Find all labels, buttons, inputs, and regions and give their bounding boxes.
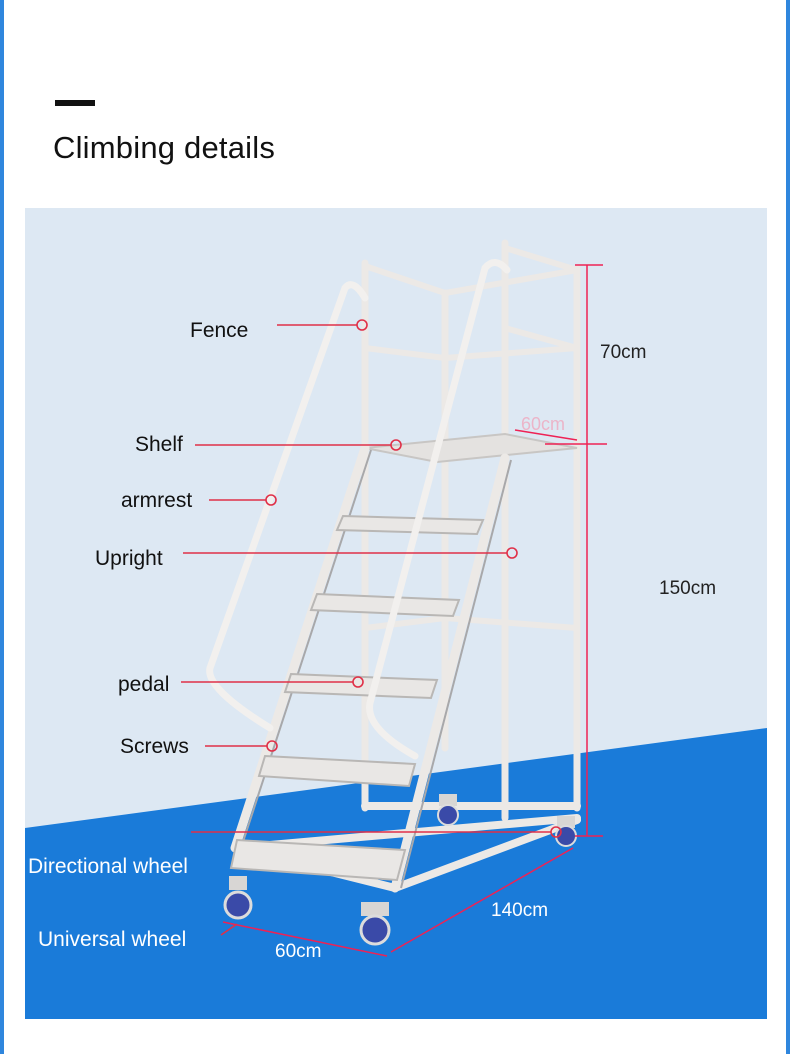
dimension-lines xyxy=(222,264,607,957)
height-total-dimension: 150cm xyxy=(659,578,717,599)
ladder-illustration xyxy=(25,208,767,1019)
wheels xyxy=(223,794,577,946)
stair-stringers xyxy=(230,443,510,893)
shelf-platform xyxy=(364,432,578,464)
shelf-marker xyxy=(390,439,402,451)
armrests xyxy=(206,259,511,760)
wheel-back-right xyxy=(555,816,577,847)
length-dimension: 140cm xyxy=(491,900,549,921)
armrest-marker xyxy=(265,494,277,506)
pedal-marker xyxy=(352,676,364,688)
shelf-depth-dimension: 60cm xyxy=(521,414,566,434)
stair-pedals xyxy=(229,514,485,882)
page-title: Climbing details xyxy=(53,130,276,165)
product-diagram-panel: Fence Shelf armrest Upright pedal Screws… xyxy=(25,208,767,1019)
callout-leaders xyxy=(181,319,562,936)
width-dimension: 60cm xyxy=(275,941,322,962)
right-edge-stripe xyxy=(786,0,790,1054)
pedal-label: pedal xyxy=(118,673,170,696)
width-dimension-line xyxy=(222,921,388,957)
universal-wheel-leader xyxy=(220,923,238,936)
fence-rails xyxy=(362,245,580,361)
left-edge-stripe xyxy=(0,0,4,1054)
screws-marker xyxy=(266,740,278,752)
fence-marker xyxy=(356,319,368,331)
upright-label: Upright xyxy=(95,547,163,570)
length-dimension-line xyxy=(390,847,574,953)
upright-marker xyxy=(506,547,518,559)
universal-wheel-label: Universal wheel xyxy=(38,928,187,951)
directional-wheel-front xyxy=(223,876,253,920)
screws-label: Screws xyxy=(120,735,189,758)
universal-wheel-front xyxy=(359,902,391,946)
directional-wheel-marker xyxy=(550,826,562,838)
title-accent-bar xyxy=(55,100,95,106)
armrest-label: armrest xyxy=(121,489,193,512)
directional-wheel-label: Directional wheel xyxy=(28,855,188,878)
shelf-depth-dimension-line xyxy=(514,429,578,441)
height-top-dimension: 70cm xyxy=(600,342,647,363)
shelf-label: Shelf xyxy=(135,433,183,456)
fence-label: Fence xyxy=(190,319,249,342)
wheel-back-left xyxy=(437,794,459,826)
